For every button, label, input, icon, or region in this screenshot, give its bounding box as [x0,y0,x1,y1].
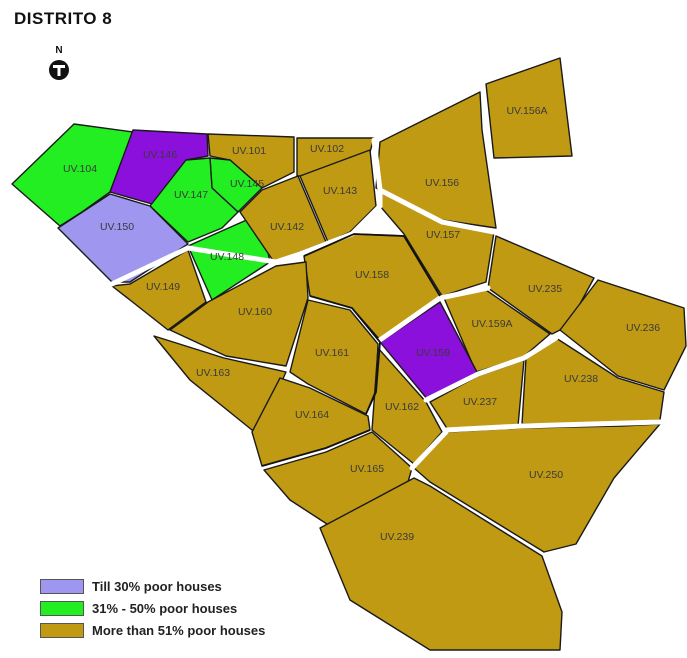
street-lines [109,137,663,471]
north-arrow-icon [49,60,69,80]
zone-uv-149[interactable] [111,249,207,331]
zone-label: UV.239 [380,531,414,543]
zone-label: UV.159A [471,318,512,330]
zone-label: UV.150 [100,221,134,233]
zone-uv-236[interactable] [559,279,687,391]
zone-label: UV.147 [174,189,208,201]
zone-uv-239[interactable] [319,477,563,651]
zone-label: UV.156A [506,105,547,117]
zone-uv-142[interactable] [239,175,327,263]
zone-label: UV.159 [416,347,450,359]
zone-label: UV.236 [626,322,660,334]
zone-uv-143[interactable] [299,149,377,243]
map-title: DISTRITO 8 [14,9,113,28]
zone-uv-160[interactable] [169,261,309,367]
zone-label: UV.149 [146,281,180,293]
zone-label: UV.250 [529,469,563,481]
legend-item-till-30: Till 30% poor houses [40,577,265,596]
legend-item-31-50: 31% - 50% poor houses [40,599,265,618]
legend-item-more-51: More than 51% poor houses [40,621,265,640]
zone-label: UV.145 [230,178,264,190]
zone-uv-156a[interactable] [485,57,573,159]
legend-label: Till 30% poor houses [92,579,222,594]
zone-label: UV.165 [350,463,384,475]
zone-label: UV.238 [564,373,598,385]
zone-label: UV.160 [238,306,272,318]
zone-label: UV.104 [63,163,97,175]
zone-label: UV.164 [295,409,329,421]
zone-label: UV.142 [270,221,304,233]
legend-swatch [40,601,84,616]
zone-label: UV.148 [210,251,244,263]
zone-label: UV.143 [323,185,357,197]
zone-uv-165[interactable] [263,431,413,527]
legend-swatch [40,579,84,594]
zone-uv-156[interactable] [375,91,497,229]
legend-swatch [40,623,84,638]
zone-label: UV.163 [196,367,230,379]
north-indicator: N [44,46,74,81]
map-legend: Till 30% poor houses 31% - 50% poor hous… [40,577,265,643]
zone-labels: UV.104 UV.146 UV.101 UV.102 UV.145 UV.14… [63,105,660,543]
legend-label: More than 51% poor houses [92,623,266,638]
zone-label: UV.101 [232,145,266,157]
zone-label: UV.157 [426,229,460,241]
zone-label: UV.162 [385,401,419,413]
north-label: N [55,45,63,56]
zone-label: UV.161 [315,347,349,359]
zone-label: UV.158 [355,269,389,281]
district-boundaries [261,233,441,467]
zone-label: UV.102 [310,143,344,155]
zone-label: UV.235 [528,283,562,295]
zone-label: UV.146 [143,149,177,161]
legend-label: 31% - 50% poor houses [92,601,238,616]
zone-label: UV.237 [463,396,497,408]
zone-label: UV.156 [425,177,459,189]
